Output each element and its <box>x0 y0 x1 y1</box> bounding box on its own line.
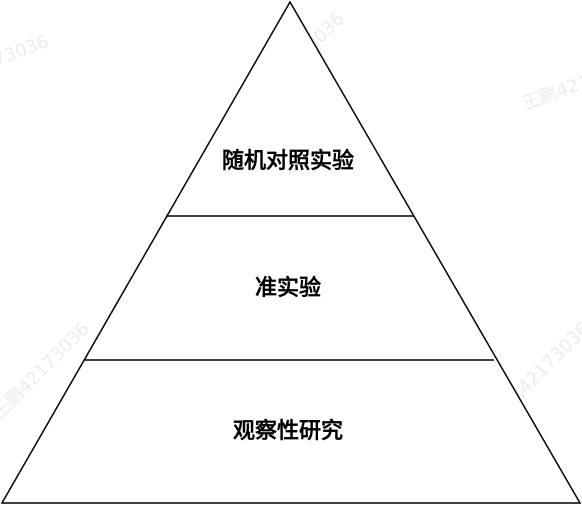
level-label-quasi-experiment: 准实验 <box>255 275 321 301</box>
level-label-observational-study: 观察性研究 <box>233 418 343 444</box>
level-label-randomized-controlled-trial: 随机对照实验 <box>222 148 354 174</box>
watermark-text: 王鹏42173036 <box>520 51 582 114</box>
watermark-text: 王鹏42173036 <box>0 31 52 94</box>
